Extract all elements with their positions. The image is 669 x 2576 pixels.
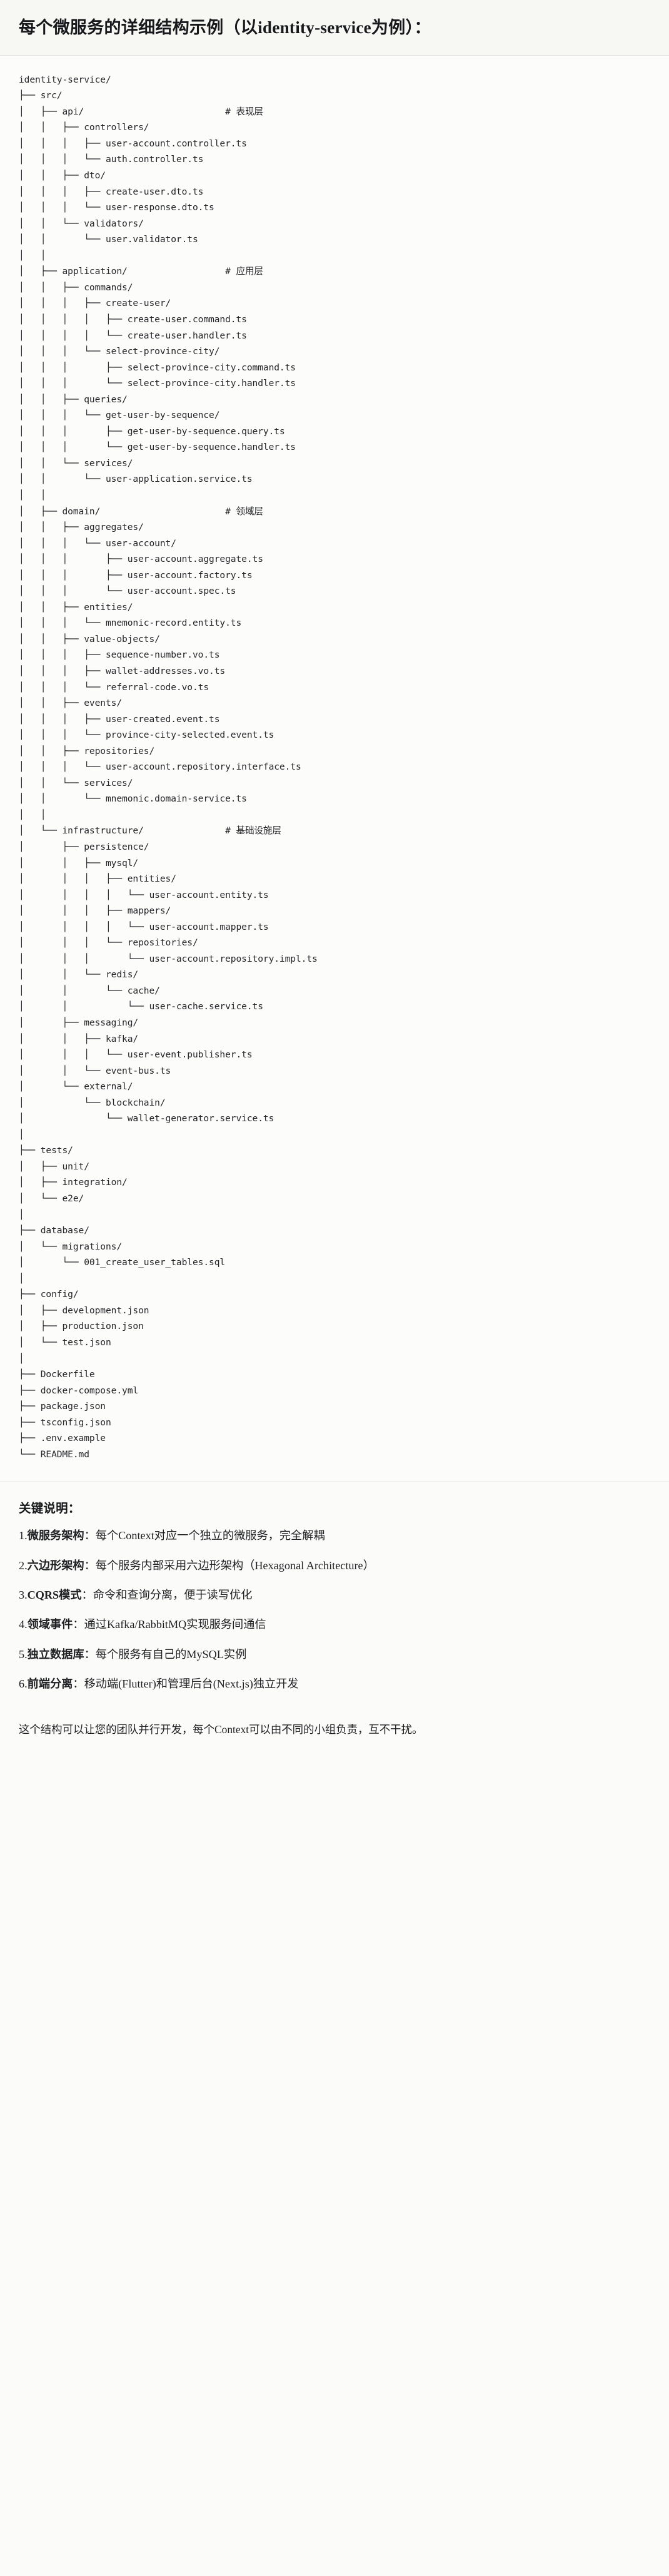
key-points-section: 关键说明： 1.微服务架构：每个Context对应一个独立的微服务，完全解耦 2… — [0, 1481, 669, 1718]
document-header: 每个微服务的详细结构示例（以identity-service为例）： — [0, 0, 669, 56]
list-item-number: 1. — [19, 1529, 28, 1542]
key-points-heading: 关键说明： — [19, 1502, 81, 1516]
list-item: 1.微服务架构：每个Context对应一个独立的微服务，完全解耦 — [19, 1527, 650, 1544]
list-item-desc: 命令和查询分离，便于读写优化 — [93, 1588, 253, 1601]
list-item-desc: 移动端(Flutter)和管理后台(Next.js)独立开发 — [84, 1677, 299, 1690]
list-item-term: 前端分离 — [27, 1677, 73, 1690]
list-item-term: 六边形架构 — [27, 1559, 84, 1572]
list-item-term: 独立数据库 — [27, 1647, 84, 1661]
list-item-desc: 每个服务有自己的MySQL实例 — [95, 1647, 247, 1661]
key-points-list: 1.微服务架构：每个Context对应一个独立的微服务，完全解耦 2.六边形架构… — [19, 1527, 650, 1693]
list-item-number: 5. — [19, 1647, 28, 1661]
list-item-separator: ： — [73, 1677, 84, 1690]
list-item-number: 3. — [19, 1588, 28, 1601]
list-item: 2.六边形架构：每个服务内部采用六边形架构（Hexagonal Architec… — [19, 1557, 650, 1574]
list-item-desc: 通过Kafka/RabbitMQ实现服务间通信 — [84, 1618, 266, 1631]
list-item-separator: ： — [84, 1647, 96, 1661]
list-item-number: 2. — [19, 1559, 28, 1572]
directory-tree-block: identity-service/ ├── src/ │ ├── api/ # … — [0, 55, 669, 1482]
list-item: 6.前端分离：移动端(Flutter)和管理后台(Next.js)独立开发 — [19, 1676, 650, 1693]
list-item-number: 6. — [19, 1677, 28, 1690]
list-item: 4.领域事件：通过Kafka/RabbitMQ实现服务间通信 — [19, 1616, 650, 1633]
document-page: 每个微服务的详细结构示例（以identity-service为例）： ident… — [0, 0, 669, 1736]
list-item-separator: ： — [81, 1588, 93, 1601]
list-item-desc: 每个Context对应一个独立的微服务，完全解耦 — [95, 1529, 325, 1542]
list-item: 3.CQRS模式：命令和查询分离，便于读写优化 — [19, 1587, 650, 1604]
directory-tree: identity-service/ ├── src/ │ ├── api/ # … — [19, 74, 318, 1460]
list-item: 5.独立数据库：每个服务有自己的MySQL实例 — [19, 1646, 650, 1663]
list-item-separator: ： — [73, 1618, 84, 1631]
list-item-number: 4. — [19, 1618, 28, 1631]
list-item-term: 领域事件 — [27, 1618, 73, 1631]
list-item-separator: ： — [84, 1559, 96, 1572]
list-item-term: CQRS模式 — [27, 1588, 82, 1601]
closing-paragraph: 这个结构可以让您的团队并行开发，每个Context可以由不同的小组负责，互不干扰… — [19, 1723, 423, 1736]
list-item-desc: 每个服务内部采用六边形架构（Hexagonal Architecture） — [95, 1559, 375, 1572]
list-item-term: 微服务架构 — [27, 1529, 84, 1542]
list-item-separator: ： — [84, 1529, 96, 1542]
page-title: 每个微服务的详细结构示例（以identity-service为例）： — [19, 18, 431, 37]
